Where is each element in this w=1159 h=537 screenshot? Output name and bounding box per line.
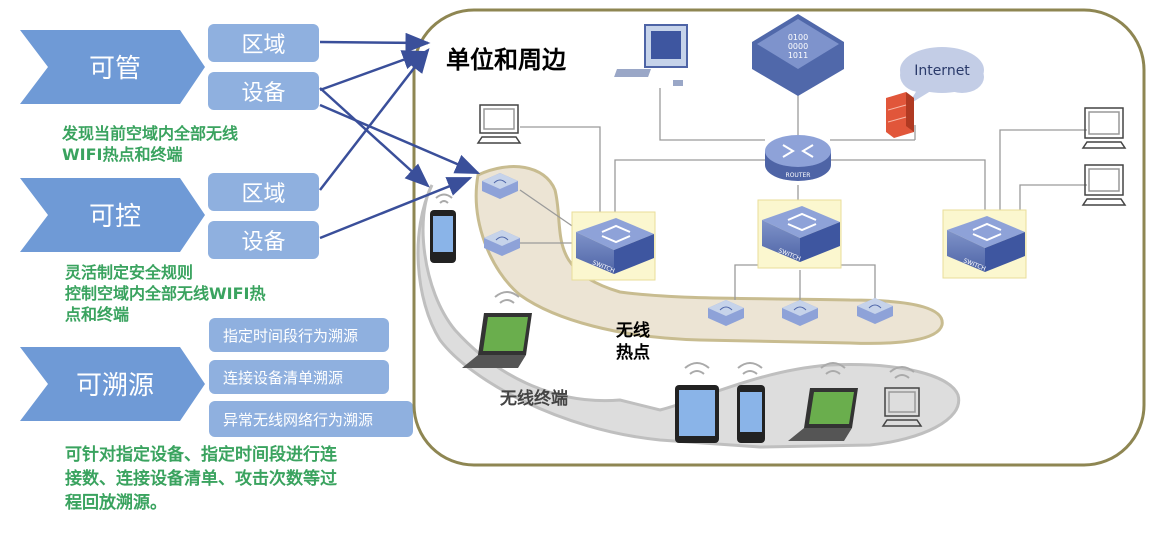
hotspot-label-line: 无线 (616, 321, 650, 341)
kekong-description: 灵活制定安全规则 控制空域内全部无线WIFI热 点和终端 (65, 262, 266, 325)
keguan-description: 发现当前空域内全部无线 WIFI热点和终端 (62, 123, 238, 165)
laptop-icon (788, 388, 858, 441)
firewall-icon (886, 92, 914, 138)
tablet-icon (675, 385, 719, 443)
monitor-icon (1081, 164, 1127, 206)
desc-line: 程回放溯源。 (65, 493, 167, 513)
server-code-line: 0000 (788, 42, 808, 51)
hotspot-label: 无线 热点 (616, 320, 650, 364)
desc-line: 接数、连接设备清单、攻击次数等过 (65, 469, 337, 489)
router-label: ROUTER (786, 172, 811, 179)
trace-anomaly-button[interactable]: 异常无线网络行为溯源 (209, 401, 413, 437)
switch-right-icon: SWITCH (942, 209, 1027, 279)
monitor-icon (476, 104, 522, 144)
internet-cloud-icon: Internet (900, 47, 984, 105)
smartphone-icon (430, 210, 456, 263)
switch-center-icon: SWITCH (757, 199, 842, 269)
kekong-area-button[interactable]: 区域 (208, 173, 319, 211)
chevron-kekong (20, 178, 205, 252)
wifi-signal-icon (435, 193, 915, 379)
server-icon: 0100 0000 1011 (752, 14, 844, 96)
connection-arrows (319, 32, 481, 240)
monitor-icon (1081, 107, 1127, 149)
terminal-label: 无线终端 (500, 389, 568, 409)
keguan-device-button[interactable]: 设备 (208, 72, 319, 110)
section-title-keguan: 可管 (88, 54, 141, 84)
smartphone-icon (737, 385, 765, 443)
desc-line: 可针对指定设备、指定时间段进行连 (65, 445, 337, 465)
desc-line: 灵活制定安全规则 (65, 263, 194, 282)
hotspot-label-line: 热点 (616, 343, 650, 363)
desc-line: 点和终端 (65, 305, 130, 324)
desc-line: 控制空域内全部无线WIFI热 (65, 284, 266, 303)
access-point-icon (782, 300, 818, 326)
trace-timeperiod-button[interactable]: 指定时间段行为溯源 (209, 318, 389, 352)
laptop-icon (462, 313, 532, 368)
monitor-icon (881, 387, 923, 427)
chevron-kegguan (20, 30, 205, 104)
server-code-line: 1011 (788, 51, 808, 60)
desc-line: 发现当前空域内全部无线 (62, 124, 239, 143)
access-point-icon (482, 173, 518, 199)
internet-label: Internet (914, 63, 970, 79)
chevron-kesuyuan (20, 347, 205, 421)
network-cables (519, 72, 1087, 305)
server-code-line: 0100 (788, 33, 808, 42)
router-icon: ROUTER (765, 135, 831, 181)
desc-line: WIFI热点和终端 (62, 145, 183, 164)
access-point-icon (708, 300, 744, 326)
section-title-kekong: 可控 (88, 202, 141, 232)
hotspot-zone (474, 165, 944, 345)
trace-devicelist-button[interactable]: 连接设备清单溯源 (209, 360, 389, 394)
kekong-device-button[interactable]: 设备 (208, 221, 319, 259)
section-title-kesuyuan: 可溯源 (75, 371, 154, 401)
desktop-computer-icon (614, 24, 688, 86)
network-title: 单位和周边 (446, 46, 566, 74)
switch-left-icon: SWITCH (571, 211, 656, 281)
access-point-icon (857, 298, 893, 324)
keguan-area-button[interactable]: 区域 (208, 24, 319, 62)
kesuyuan-description: 可针对指定设备、指定时间段进行连 接数、连接设备清单、攻击次数等过 程回放溯源。 (65, 443, 337, 515)
access-point-icon (484, 230, 520, 256)
